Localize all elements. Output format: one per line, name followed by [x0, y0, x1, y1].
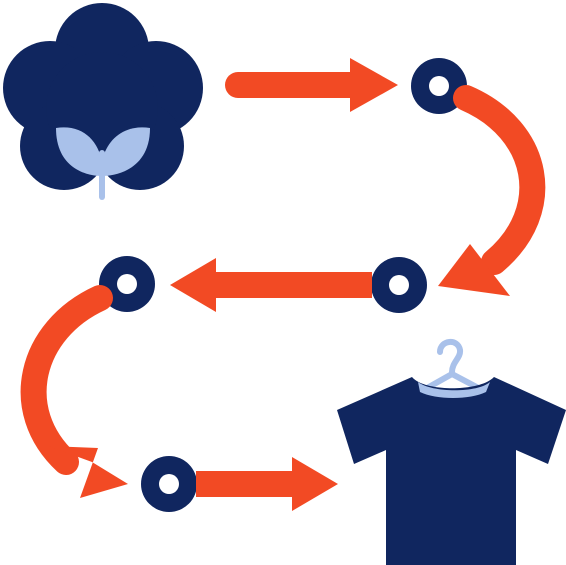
arrow-to-first-node: [225, 58, 398, 112]
t-shirt-icon: [337, 377, 566, 565]
curved-arrow-right: [438, 85, 546, 296]
shirt-hanger-bar: [418, 382, 490, 398]
cotton-flower-icon: [3, 3, 203, 200]
process-node-1: [411, 58, 467, 114]
hanger-icon: [417, 339, 489, 395]
arrow-leftward: [170, 258, 372, 312]
process-node-2: [371, 257, 427, 313]
cotton-leaves: [56, 127, 150, 200]
curved-arrow-left: [20, 285, 128, 498]
arrow-to-shirt: [196, 457, 338, 511]
process-node-4: [141, 456, 197, 512]
